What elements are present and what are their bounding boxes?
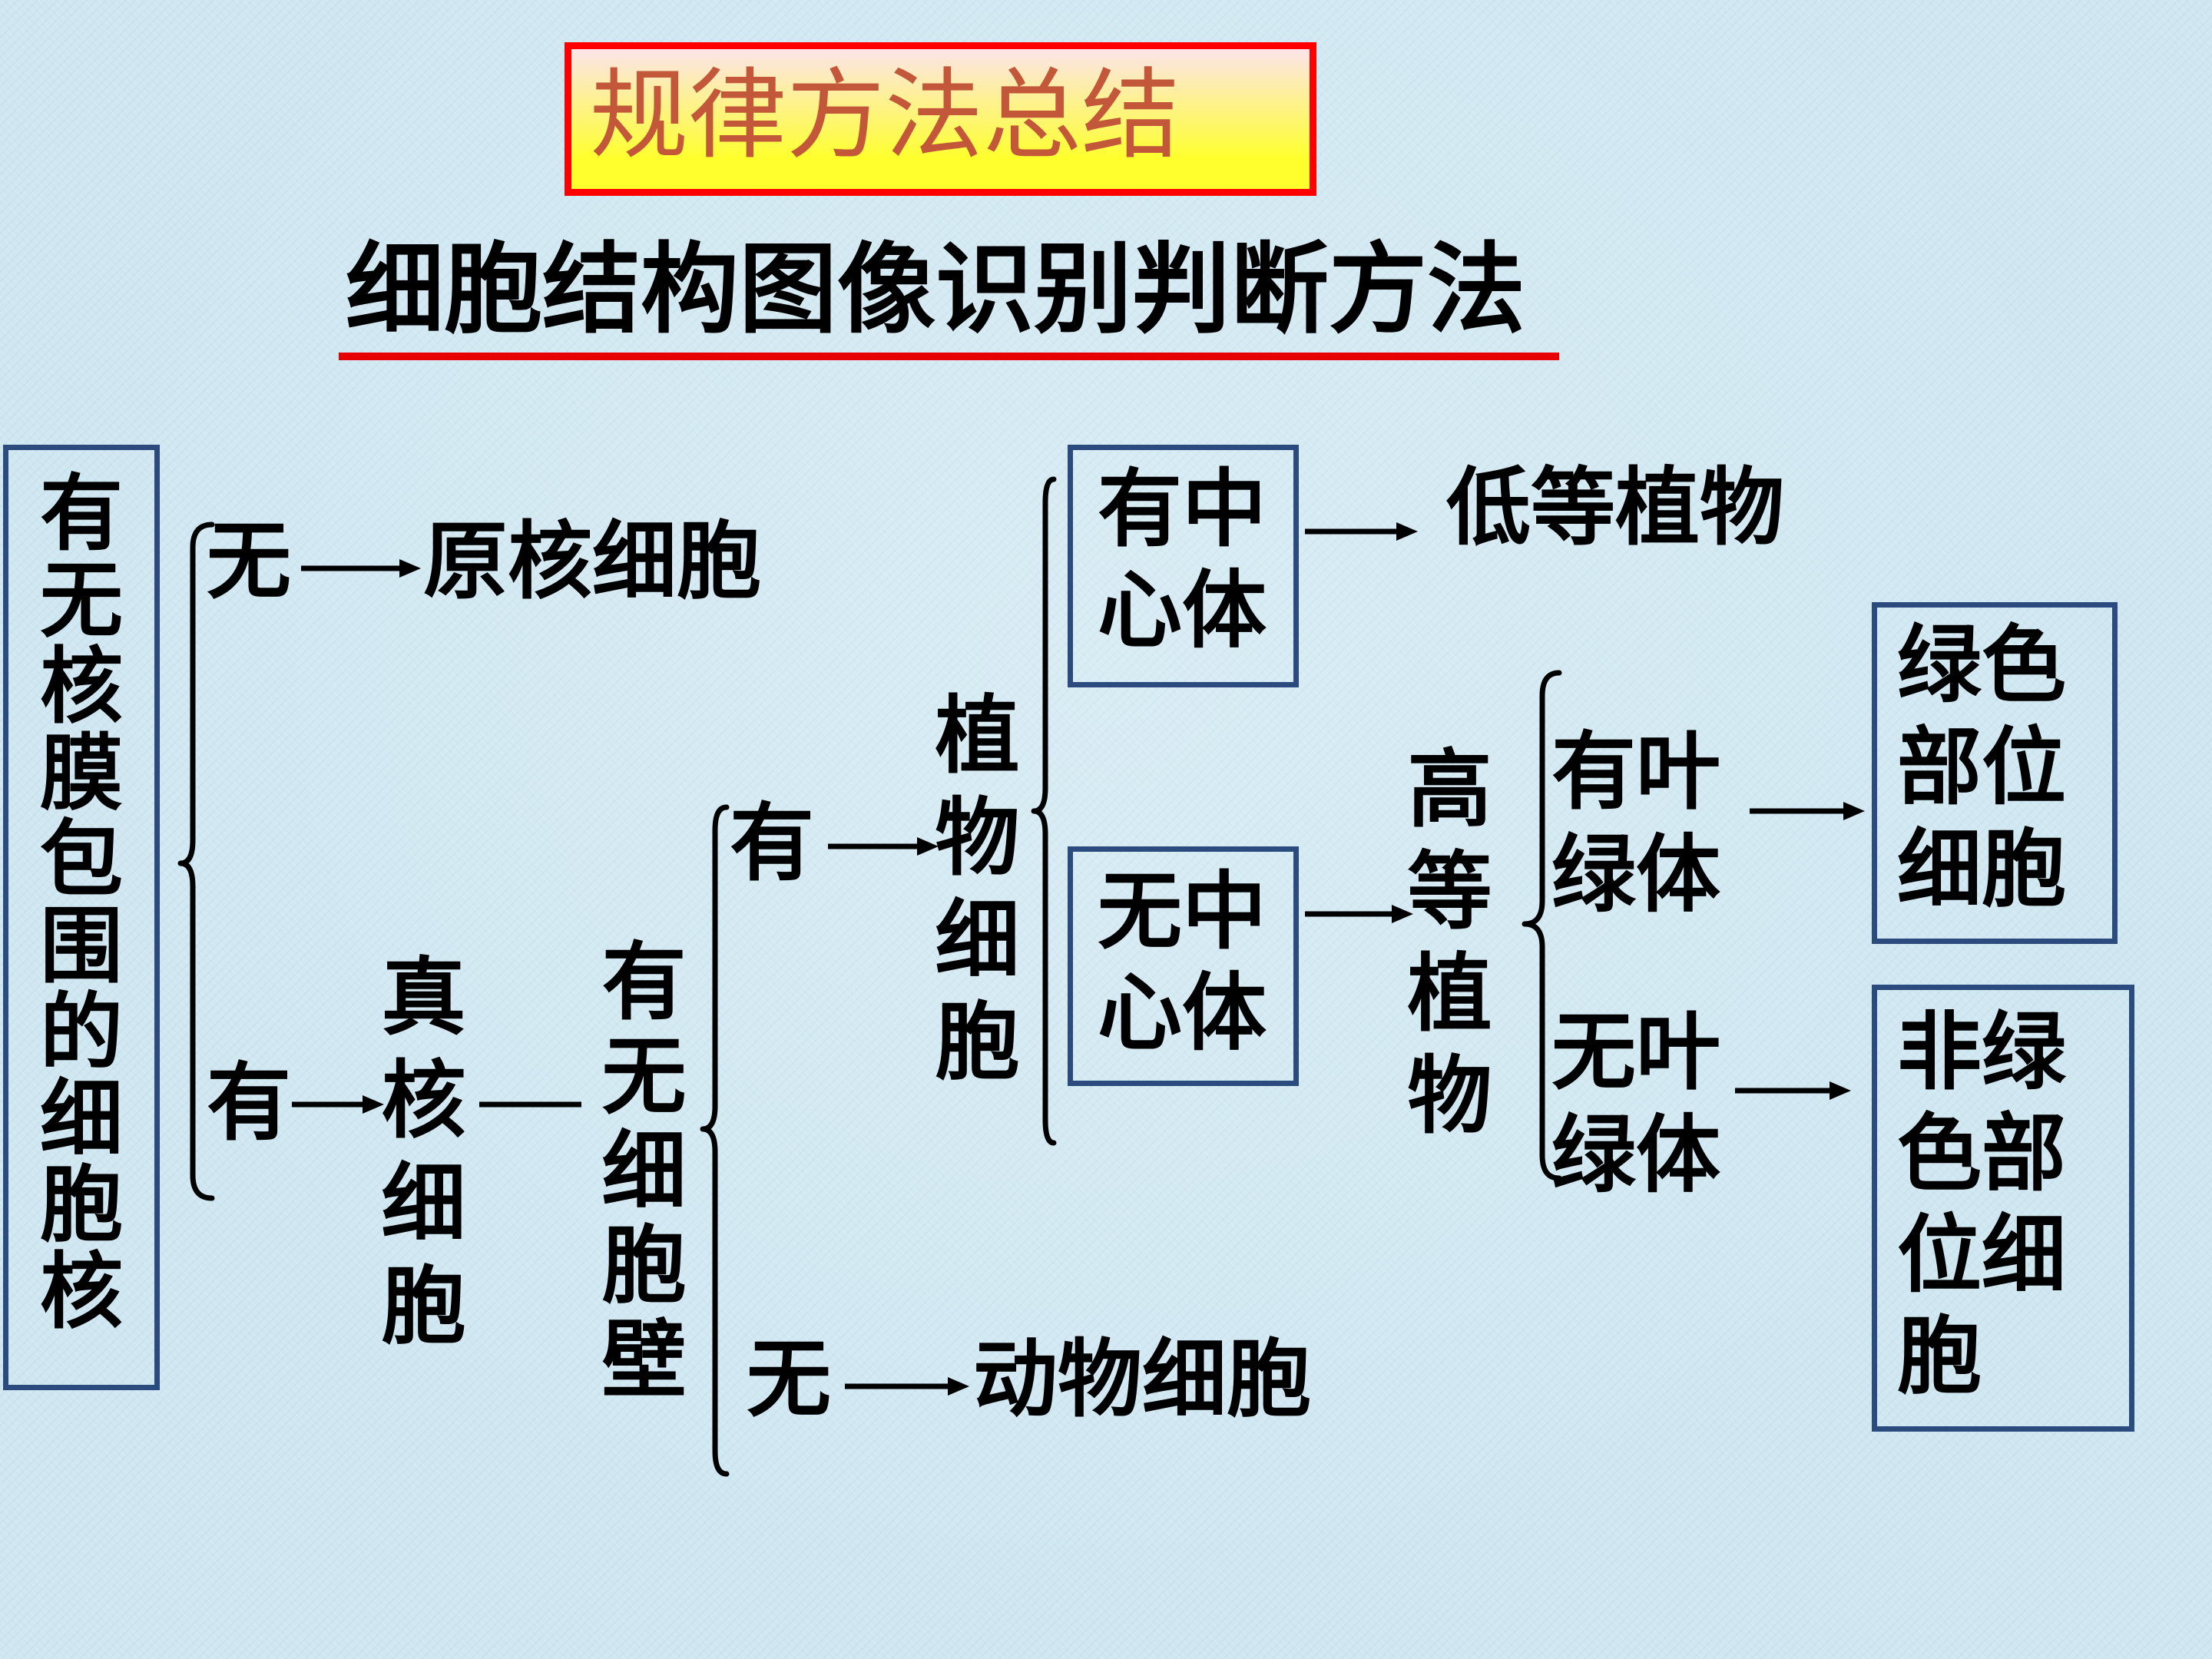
arrow-to-animal-cell bbox=[845, 1377, 969, 1396]
title-box: 规律方法总结 bbox=[565, 42, 1316, 196]
page-title: 规律方法总结 bbox=[590, 58, 1181, 173]
prokaryote-label: 原核细胞 bbox=[423, 512, 761, 611]
centrosome-absent-label: 无中心体 bbox=[1098, 863, 1267, 1062]
brace-nucleus bbox=[177, 522, 215, 1201]
nucleus-absent-label: 无 bbox=[207, 512, 291, 611]
lower-plant-label: 低等植物 bbox=[1446, 459, 1784, 557]
plant-cell-label: 植物细胞 bbox=[935, 687, 1020, 1091]
cell-wall-criterion-label: 有无细胞壁 bbox=[601, 933, 687, 1409]
centrosome-present-box: 有中心体 bbox=[1068, 445, 1299, 687]
centrosome-present-label: 有中心体 bbox=[1098, 460, 1267, 660]
arrow-to-higher-plant bbox=[1305, 905, 1413, 923]
brace-chloroplast bbox=[1522, 670, 1562, 1181]
root-criterion-label: 有无核膜包围的细胞核 bbox=[39, 466, 123, 1340]
arrow-to-plant-cell bbox=[828, 837, 939, 856]
animal-cell-label: 动物细胞 bbox=[973, 1330, 1311, 1429]
arrow-to-prokaryote bbox=[301, 559, 421, 578]
root-criterion-box: 有无核膜包围的细胞核 bbox=[3, 445, 160, 1390]
subtitle: 细胞结构图像识别判断方法 bbox=[346, 233, 1526, 347]
arrow-to-non-green-part-cell bbox=[1735, 1081, 1851, 1100]
non-green-part-cell-box: 非绿色部位细胞 bbox=[1872, 985, 2134, 1432]
arrow-to-lower-plant bbox=[1305, 522, 1418, 541]
subtitle-underline bbox=[339, 353, 1559, 360]
arrow-to-eukaryote bbox=[292, 1095, 384, 1114]
eukaryote-label: 真核细胞 bbox=[381, 949, 466, 1356]
non-green-part-cell-label: 非绿色部位细胞 bbox=[1897, 1003, 2066, 1406]
cell-wall-present-label: 有 bbox=[730, 794, 814, 892]
brace-cell-wall bbox=[700, 804, 730, 1477]
green-part-cell-box: 绿色部位细胞 bbox=[1872, 602, 2118, 944]
green-part-cell-label: 绿色部位细胞 bbox=[1897, 616, 2066, 919]
chloroplast-present-label: 有叶绿体 bbox=[1551, 723, 1720, 924]
brace-centrosome bbox=[1031, 476, 1057, 1146]
centrosome-absent-box: 无中心体 bbox=[1068, 846, 1299, 1086]
higher-plant-label: 高等植物 bbox=[1407, 740, 1492, 1145]
chloroplast-absent-label: 无叶绿体 bbox=[1551, 1003, 1720, 1204]
cell-wall-absent-label: 无 bbox=[747, 1330, 831, 1429]
arrow-to-green-part-cell bbox=[1750, 802, 1865, 820]
nucleus-present-label: 有 bbox=[207, 1054, 291, 1152]
